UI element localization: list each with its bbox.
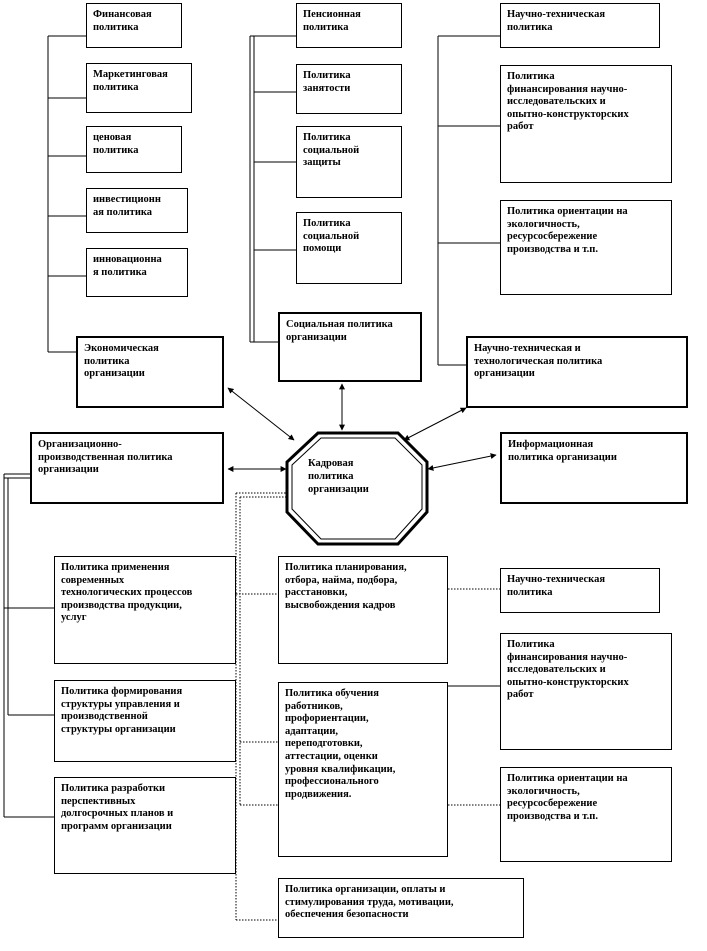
- right-item-scitech: Научно-техническая политика: [500, 568, 660, 613]
- arrow-scitech: [403, 407, 467, 441]
- production-item-technology: Политика применения современных технолог…: [54, 556, 236, 664]
- social-item-protection: Политика социальной защиты: [296, 126, 402, 198]
- social-item-assistance: Политика социальной помощи: [296, 212, 402, 284]
- hr-item-staffing: Политика планирования, отбора, найма, по…: [278, 556, 448, 664]
- econ-item-marketing: Маркетинговая политика: [86, 63, 192, 113]
- econ-item-financial: Финансовая политика: [86, 3, 182, 48]
- scitech-connectors: [437, 35, 500, 366]
- social-item-pension: Пенсионная политика: [296, 3, 402, 48]
- production-item-structure: Политика формирования структуры управлен…: [54, 680, 236, 762]
- social-policy-box: Социальная политика организации: [278, 312, 422, 382]
- center-label: Кадровая политика организации: [308, 458, 369, 496]
- arrow-info: [427, 453, 497, 471]
- hr-connectors: [235, 492, 500, 921]
- hr-item-training: Политика обучения работников, профориент…: [278, 682, 448, 857]
- economic-connectors: [47, 35, 86, 353]
- econ-item-pricing: ценовая политика: [86, 126, 182, 173]
- econ-item-investment: инвестиционн ая политика: [86, 188, 188, 233]
- center-octagon-outer: [285, 431, 429, 546]
- production-item-planning: Политика разработки перспективных долгос…: [54, 777, 236, 874]
- right-item-ecology: Политика ориентации на экологичность, ре…: [500, 767, 672, 862]
- production-connectors: [3, 473, 54, 818]
- info-policy-box: Информационная политика организации: [500, 432, 688, 504]
- social-item-employment: Политика занятости: [296, 64, 402, 114]
- scitech-item-financing: Политика финансирования научно- исследов…: [500, 65, 672, 183]
- economic-policy-box: Экономическая политика организации: [76, 336, 224, 408]
- center-arrows: [227, 383, 497, 472]
- scitech-item-ecology: Политика ориентации на экологичность, ре…: [500, 200, 672, 295]
- hr-item-compensation: Политика организации, оплаты и стимулиро…: [278, 878, 524, 938]
- scitech-policy-box: Научно-техническая и технологическая пол…: [466, 336, 688, 408]
- scitech-item-policy: Научно-техническая политика: [500, 3, 660, 48]
- econ-item-innovation: инновационна я политика: [86, 248, 188, 297]
- arrow-economic: [227, 387, 295, 441]
- production-policy-box: Организационно- производственная политик…: [30, 432, 224, 504]
- center-octagon-inner: [291, 437, 423, 540]
- right-item-financing: Политика финансирования научно- исследов…: [500, 633, 672, 750]
- social-connectors: [249, 35, 296, 343]
